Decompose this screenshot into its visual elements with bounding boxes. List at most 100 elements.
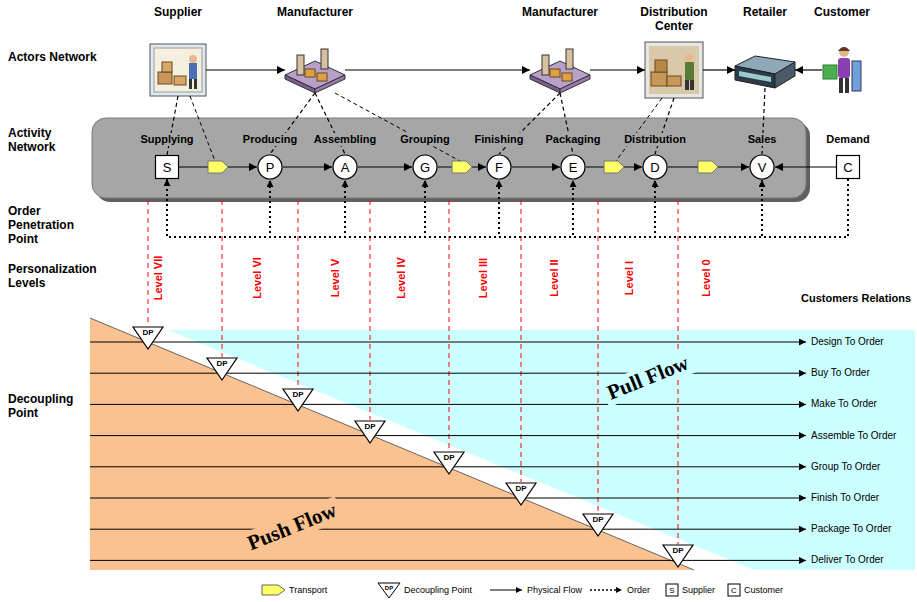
supplier-icon <box>158 72 172 84</box>
heading-text: Packaging <box>543 133 602 146</box>
supplier-icon <box>150 44 206 96</box>
decoupling-triangle-outline <box>583 514 613 536</box>
relation-label: Design To Order <box>811 335 884 348</box>
supplier-icon <box>189 79 192 89</box>
node-label: G <box>420 160 430 175</box>
legend-symbol-text: C <box>731 586 737 595</box>
heading-text: Producing <box>241 133 299 146</box>
heading-text: Supplier <box>133 5 223 19</box>
supplier-icon <box>189 55 197 63</box>
node-label: A <box>341 160 350 175</box>
actor-activity-link <box>167 96 178 155</box>
factory-icon <box>317 73 327 81</box>
node-label: E <box>569 160 578 175</box>
relation-label: Assemble To Order <box>811 429 896 442</box>
level-label: Level VII <box>152 256 164 301</box>
heading-text: Customer <box>797 5 887 19</box>
activity-circle: GroupingG <box>412 154 438 180</box>
factory-icon <box>542 55 549 75</box>
factory-icon <box>321 49 328 69</box>
order-arrow <box>655 179 848 237</box>
level-label: Level I <box>623 261 635 295</box>
heading-text: Retailer <box>720 5 810 19</box>
activity-circle-outline <box>258 155 282 179</box>
level-label: Level II <box>548 259 560 296</box>
heading-text: Distribution <box>622 133 688 146</box>
row-heading: Personalization Levels <box>8 262 108 290</box>
warehouse-icon <box>685 54 693 62</box>
flow-arrow <box>512 166 560 167</box>
node-label: V <box>758 160 767 175</box>
row-heading: Activity Network <box>8 126 98 154</box>
heading-text: Manufacturer <box>270 5 360 19</box>
heading-text: Finishing <box>473 133 526 146</box>
decoupling-triangle: DP <box>132 326 164 350</box>
relation-label: Deliver To Order <box>811 553 884 566</box>
decoupling-triangle: DP <box>354 420 386 444</box>
decoupling-triangle: DP <box>505 482 537 506</box>
activity-circle: AssemblingA <box>332 154 358 180</box>
activity-circle-outline <box>750 155 774 179</box>
level-label: Level VI <box>251 257 263 299</box>
level-divider <box>148 200 678 544</box>
customer-square: DemandC <box>836 155 860 179</box>
node-label: DP <box>216 359 227 368</box>
actor-activity-link <box>190 93 662 161</box>
level-divider <box>521 200 522 482</box>
decoupling-triangle-outline <box>133 327 163 349</box>
customer-icon <box>845 78 849 93</box>
store-icon <box>735 66 775 88</box>
customer-icon <box>852 61 861 91</box>
relation-label: Finish To Order <box>811 491 879 504</box>
flow-arrow <box>775 166 836 167</box>
warehouse-icon <box>667 76 681 86</box>
factory-icon <box>285 49 345 93</box>
legend-swatch <box>262 585 285 595</box>
node-label: D <box>650 160 659 175</box>
decoupling-triangle-outline <box>506 483 536 505</box>
level-label: Level IV <box>395 257 407 299</box>
legend-swatch <box>590 589 622 591</box>
supplier-square-outline <box>156 156 179 179</box>
node-label: C <box>843 160 852 175</box>
activity-circle: ProducingP <box>257 154 283 180</box>
legend-symbol-text: DP <box>385 584 393 591</box>
push-pull-regions <box>90 318 694 570</box>
node-label: DP <box>364 422 375 431</box>
heading-text: Supplying <box>138 133 195 146</box>
supplier-actor: Supplier <box>150 44 206 96</box>
row-heading: Decoupling Point <box>8 392 98 420</box>
customer-square-outline <box>837 156 860 179</box>
activity-circle: PackagingE <box>560 154 586 180</box>
warehouse-icon <box>685 80 689 90</box>
legend-swatch <box>262 583 740 598</box>
level-divider <box>298 200 299 388</box>
level-divider <box>370 200 371 420</box>
decoupling-triangle-outline <box>355 421 385 443</box>
heading-text: Demand <box>824 133 871 146</box>
flow-arrow <box>703 69 735 70</box>
supplier-icon <box>162 62 172 72</box>
legend-symbol-text: S <box>669 586 674 595</box>
node-label: DP <box>292 390 303 399</box>
distribution-center-actor: Distribution Center <box>645 42 703 98</box>
legend-swatch <box>666 584 678 596</box>
transport-symbol <box>208 161 228 173</box>
warehouse-icon <box>690 80 694 90</box>
relation-label: Package To Order <box>811 522 891 535</box>
store-icon <box>735 56 795 88</box>
warehouse-icon <box>649 46 699 94</box>
activity-circle-outline <box>561 155 585 179</box>
factory-icon <box>550 69 560 77</box>
customer-relation-arrow <box>90 342 806 560</box>
activity-circle: FinishingF <box>486 154 512 180</box>
decoupling-triangle: DP <box>206 357 238 381</box>
actor-activity-link <box>616 98 662 161</box>
level-divider <box>598 200 599 513</box>
heading-text: Grouping <box>398 133 452 146</box>
decoupling-triangle-outline <box>207 358 237 380</box>
order-arrow <box>270 179 848 237</box>
legend-swatch <box>378 583 400 598</box>
